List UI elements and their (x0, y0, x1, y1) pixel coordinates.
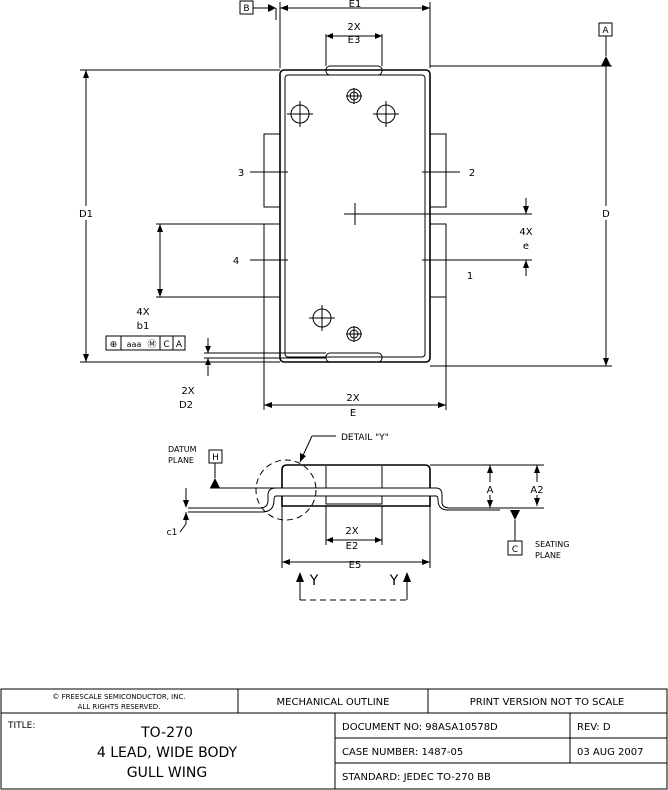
dim-d1: D1 (79, 209, 93, 220)
fcf-position-symbol: ⊕ (110, 340, 118, 350)
datum-plane-label-1: DATUM (168, 445, 197, 454)
lead-2 (429, 133, 447, 208)
mounting-hole-tl (287, 101, 313, 127)
fcf-datum-c: C (163, 340, 169, 350)
document-number: DOCUMENT NO: 98ASA10578D (342, 722, 498, 733)
dim-d: D (602, 209, 610, 220)
mechanical-outline: MECHANICAL OUTLINE (277, 697, 390, 708)
section-y-left: Y (309, 573, 319, 589)
title-line-3: GULL WING (127, 765, 207, 781)
dim-e5: E5 (349, 560, 362, 571)
dim-d2: D2 (179, 400, 193, 411)
dim-e-pitch: e (523, 241, 529, 252)
title-line-2: 4 LEAD, WIDE BODY (97, 745, 238, 761)
side-body-bottom (281, 496, 431, 507)
dim-c1: c1 (167, 528, 178, 538)
datum-b: B (243, 4, 249, 14)
top-slot (325, 65, 383, 76)
gull-lead-left (188, 487, 277, 509)
mounting-hole-tr (373, 101, 399, 127)
dim-b1-count: 4X (136, 307, 149, 318)
dim-d2-count: 2X (181, 386, 194, 397)
pin-4-label: 4 (233, 256, 239, 267)
detail-y-label: DETAIL "Y" (341, 433, 389, 443)
fcf-tolerance: aaa (127, 340, 142, 349)
dim-e3: E3 (348, 35, 361, 46)
datum-h-triangle (210, 478, 220, 488)
pin-1-label: 1 (467, 271, 473, 282)
dim-e-count: 2X (346, 393, 359, 404)
tooling-hole-top (346, 88, 362, 104)
top-view: E1 B 2X E3 A D D1 3 (77, 0, 613, 419)
dim-a2: A2 (530, 485, 543, 496)
datum-a-triangle (601, 56, 611, 66)
gull-lead-right (435, 487, 500, 509)
fcf-mmc-symbol: Ⓜ (147, 339, 156, 350)
release-date: 03 AUG 2007 (577, 747, 643, 758)
dim-e3-count: 2X (347, 22, 360, 33)
title-label: TITLE: (7, 721, 35, 731)
datum-b-triangle (268, 4, 276, 12)
datum-a: A (602, 26, 609, 36)
revision: REV: D (577, 722, 611, 733)
case-number: CASE NUMBER: 1487-05 (342, 747, 463, 758)
feature-control-frame: ⊕ aaa Ⓜ C A (105, 335, 186, 351)
pin-2-label: 2 (469, 168, 475, 179)
seating-plane-label-1: SEATING (535, 540, 569, 549)
detail-y-circle (255, 459, 317, 521)
datum-h: H (212, 453, 219, 463)
print-version: PRINT VERSION NOT TO SCALE (470, 697, 625, 708)
dim-a: A (487, 485, 494, 496)
datum-c-triangle (510, 510, 520, 520)
dim-e: E (350, 408, 356, 419)
datum-plane-label-2: PLANE (168, 456, 194, 465)
title-block: © FREESCALE SEMICONDUCTOR, INC. ALL RIGH… (0, 688, 668, 790)
seating-plane-label-2: PLANE (535, 551, 561, 560)
dim-e2-count: 2X (345, 526, 358, 537)
dim-b1: b1 (137, 321, 150, 332)
tooling-hole-bottom (346, 326, 362, 342)
side-view: DETAIL "Y" DATUM PLANE H c1 A A2 C (167, 433, 569, 601)
pin-3-label: 3 (238, 168, 244, 179)
datum-c: C (512, 545, 518, 555)
standard: STANDARD: JEDEC TO-270 BB (342, 772, 491, 783)
title-line-1: TO-270 (140, 725, 193, 741)
dim-e1: E1 (349, 0, 362, 10)
copyright-line-1: © FREESCALE SEMICONDUCTOR, INC. (52, 693, 185, 701)
copyright-line-2: ALL RIGHTS RESERVED. (78, 703, 161, 711)
dim-e-pitch-count: 4X (519, 227, 532, 238)
fcf-datum-a: A (176, 340, 183, 350)
dim-e2: E2 (346, 541, 359, 552)
side-body-top (281, 464, 431, 488)
section-y-right: Y (389, 573, 399, 589)
lead-3 (263, 133, 281, 208)
mounting-hole-bl (309, 305, 335, 331)
datum-c-box (507, 540, 523, 556)
